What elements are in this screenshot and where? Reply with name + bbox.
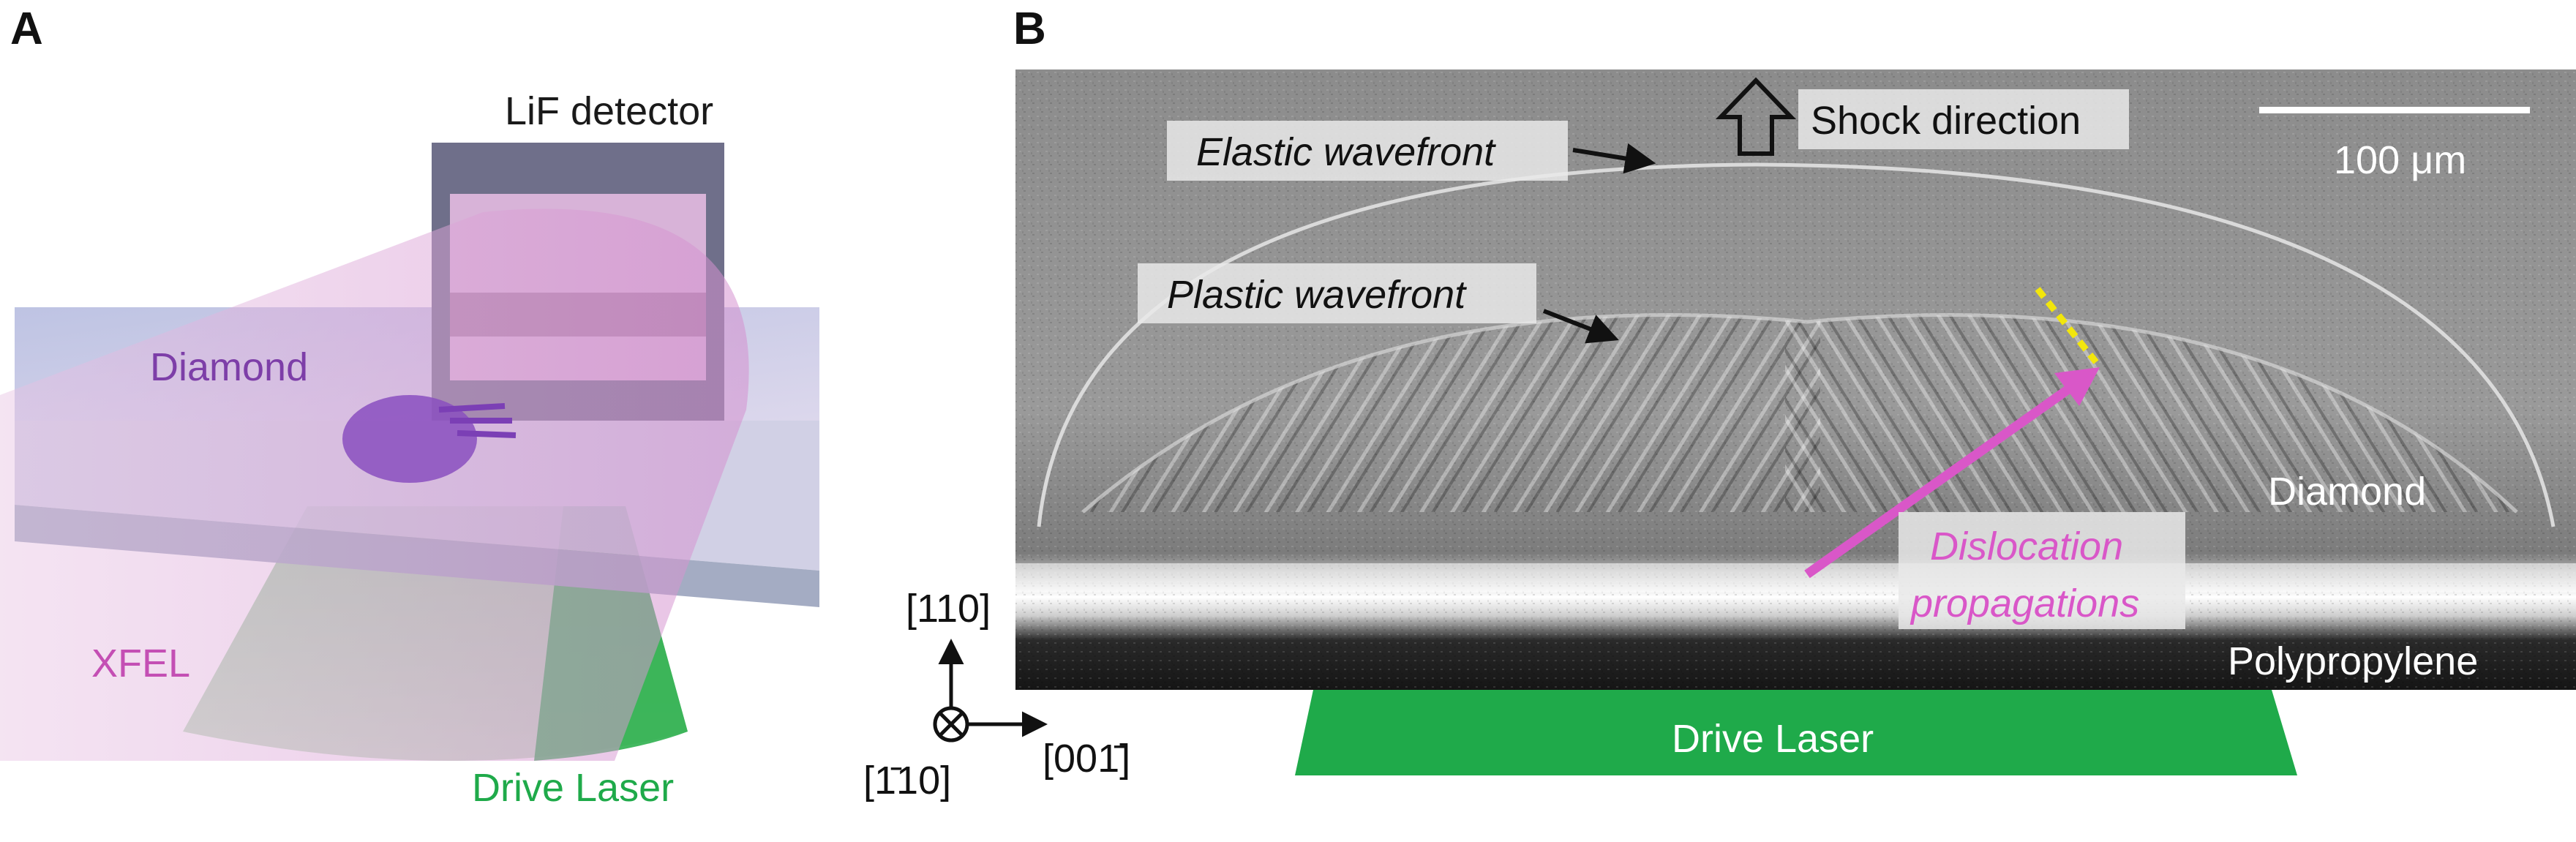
axis-right-label: [001̄]	[1043, 737, 1130, 781]
diamond-label-a: Diamond	[150, 345, 308, 389]
drive-laser-label-a: Drive Laser	[472, 766, 674, 810]
shock-direction-label: Shock direction	[1811, 99, 2081, 143]
panel-a: A LiF detector Diamond XFEL Drive Laser	[0, 4, 819, 810]
panel-a-letter: A	[10, 4, 43, 54]
elastic-pointer-arrow	[1572, 143, 1656, 174]
shock-direction-arrow-icon	[1715, 77, 1797, 156]
drive-laser-label-b: Drive Laser	[1672, 717, 1874, 761]
plastic-pointer-arrow	[1542, 309, 1619, 344]
elastic-wavefront-label: Elastic wavefront	[1196, 130, 1496, 174]
crystal-axes: [110] [001̄] [1̄10]	[863, 587, 1130, 802]
scale-bar-label: 100 μm	[2334, 138, 2466, 182]
drive-laser-bar	[1295, 690, 2297, 775]
dislocation-arrow-head	[2054, 367, 2100, 406]
dislocation-label-line1: Dislocation	[1930, 525, 2123, 568]
polypropylene-label: Polypropylene	[2228, 639, 2478, 683]
lif-detector-label: LiF detector	[505, 89, 713, 133]
panel-b: B Shock direction 100 μm Elastic wavefro…	[1013, 4, 2576, 775]
axis-into-label: [1̄10]	[863, 759, 951, 802]
elastic-wavefront	[1037, 162, 2556, 527]
axis-up-label: [110]	[906, 587, 991, 631]
diamond-dome	[342, 395, 477, 483]
scale-bar	[2259, 107, 2530, 113]
dislocation-label-line2: propagations	[1910, 582, 2139, 625]
panel-b-letter: B	[1013, 4, 1046, 54]
xfel-beam	[0, 208, 749, 761]
diamond-label-b: Diamond	[2268, 470, 2426, 514]
xfel-label: XFEL	[91, 642, 190, 685]
plastic-wavefront	[1081, 313, 2518, 514]
plastic-wavefront-label: Plastic wavefront	[1167, 273, 1467, 317]
dislocation-arrow	[1804, 383, 2073, 579]
